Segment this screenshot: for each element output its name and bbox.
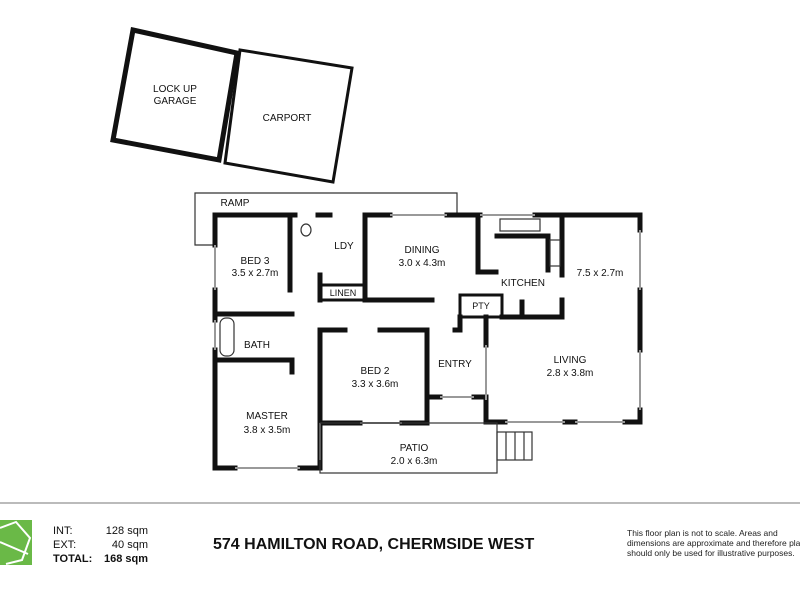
company-logo [0,520,32,565]
garage-label-2: GARAGE [154,96,197,107]
total-label: TOTAL: [53,553,93,565]
carport-label: CARPORT [263,113,312,124]
linen-label: LINEN [330,288,357,298]
disclaimer: This floor plan is not to scale. Areas a… [627,528,800,558]
total-value: 168 sqm [103,553,148,565]
entry-label: ENTRY [438,359,472,370]
cooktop [549,239,561,267]
dining-dim: 3.0 x 4.3m [399,258,446,269]
garage-label: LOCK UP [153,84,197,95]
area-summary: INT: 128 sqm EXT: 40 sqm TOTAL: 168 sqm [53,524,148,566]
bed2-label: BED 2 [361,366,390,377]
ldy-label: LDY [334,241,354,252]
master-label: MASTER [246,411,288,422]
bed2-dim: 3.3 x 3.6m [352,379,399,390]
footer-divider [0,502,800,504]
garage-outline [110,26,240,163]
master-dim: 3.8 x 3.5m [244,425,291,436]
carport-outline [223,48,354,184]
ext-value: 40 sqm [111,539,148,551]
kitchen-dim: 7.5 x 2.7m [577,268,624,279]
kitchen-label: KITCHEN [501,278,545,289]
living-dim: 2.8 x 3.8m [547,368,594,379]
kitchen-sink [499,218,541,232]
bed3-label: BED 3 [241,256,270,267]
bed3-dim: 3.5 x 2.7m [232,268,279,279]
bathtub [219,317,235,357]
patio-label: PATIO [400,443,429,454]
int-label: INT: [53,525,73,537]
patio-dim: 2.0 x 6.3m [391,456,438,467]
toilet [300,223,312,237]
property-address: 574 HAMILTON ROAD, CHERMSIDE WEST [213,536,535,553]
floor-plan: LOCK UP GARAGE CARPORT RAMP BED 3 3.5 x … [110,26,643,474]
ext-label: EXT: [53,539,77,551]
int-value: 128 sqm [105,525,148,537]
stairs [496,431,533,461]
ramp-outline [194,192,458,246]
pty-label: PTY [472,301,490,311]
ramp-label: RAMP [221,198,250,209]
bath-label: BATH [244,340,270,351]
living-label: LIVING [554,355,587,366]
dining-label: DINING [405,245,440,256]
